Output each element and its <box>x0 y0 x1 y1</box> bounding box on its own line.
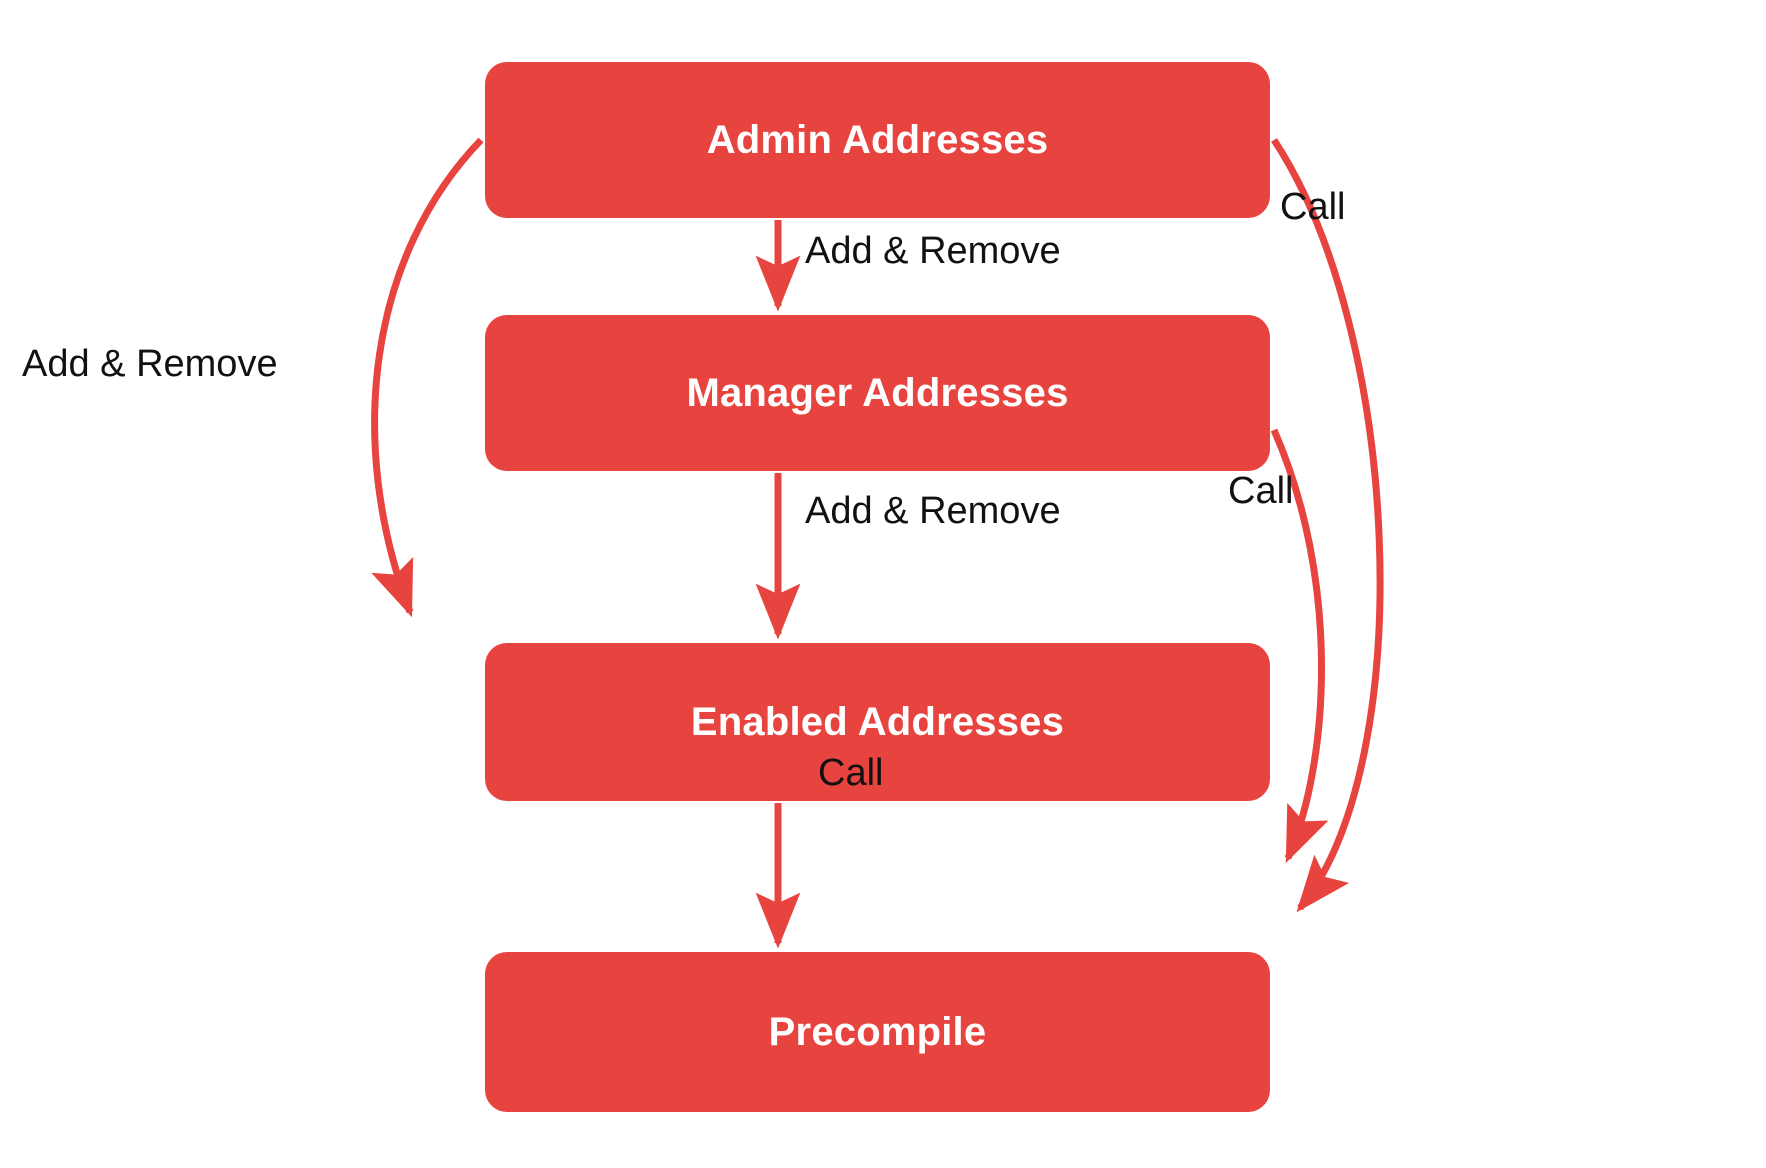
edge-label-manager-enabled: Add & Remove <box>805 490 1061 532</box>
edge-label-admin-manager: Add & Remove <box>805 230 1061 272</box>
edge-manager-precompile <box>1270 428 1329 864</box>
node-label: Admin Addresses <box>706 117 1049 162</box>
node-label: Enabled Addresses <box>690 699 1065 744</box>
edge-label-admin-enabled: Add & Remove <box>22 343 278 385</box>
edge-admin-precompile <box>1271 138 1384 913</box>
edge-label-admin-precompile: Call <box>1280 186 1346 228</box>
node-manager-addresses[interactable]: Manager Addresses <box>485 315 1270 471</box>
edge-label-enabled-precompile: Call <box>818 752 884 794</box>
node-admin-addresses[interactable]: Admin Addresses <box>485 62 1270 218</box>
edge-label-manager-precompile: Call <box>1228 470 1294 512</box>
node-enabled-addresses[interactable]: Enabled Addresses <box>485 643 1270 801</box>
edge-admin-enabled <box>371 137 484 618</box>
node-label: Manager Addresses <box>686 370 1069 415</box>
node-precompile[interactable]: Precompile <box>485 952 1270 1112</box>
node-label: Precompile <box>768 1009 987 1054</box>
